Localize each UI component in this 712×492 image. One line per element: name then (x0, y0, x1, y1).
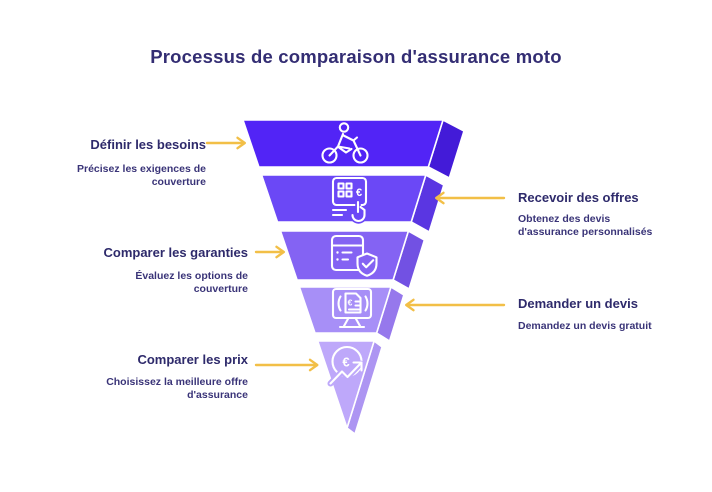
step-2-label: Recevoir des offres (518, 190, 639, 205)
step-4-label-block: Demander un devis Demandez un devis grat… (518, 296, 712, 333)
step-2-description: Obtenez des devis d'assurance personnali… (518, 213, 653, 238)
euro-trend-icon: € (327, 345, 364, 387)
step-1-label-block: Définir les besoins Précisez les exigenc… (36, 137, 206, 189)
step-1-label: Définir les besoins (90, 137, 206, 152)
step-2-arrowhead (435, 191, 445, 205)
shield-badge (356, 252, 378, 277)
funnel-side-faces (346, 119, 465, 435)
euro-glyph: € (348, 298, 353, 308)
step-2-label-block: Recevoir des offres Obtenez des devis d'… (518, 190, 712, 239)
step-3-label-block: Comparer les garanties Évaluez les optio… (78, 245, 248, 296)
step-5-description: Choisissez la meilleure offre d'assuranc… (106, 376, 248, 401)
funnel-step-2-front (260, 174, 427, 223)
step-4-arrowhead (405, 298, 415, 312)
step-1-arrowhead (236, 136, 247, 150)
price-terminal-tap-icon: € (331, 176, 368, 224)
step-5-label: Comparer les prix (137, 352, 248, 367)
step-3-arrowhead (275, 245, 285, 259)
step-3-description: Évaluez les options de couverture (135, 270, 248, 295)
connector-arrows (205, 136, 506, 372)
step-1-description: Précisez les exigences de couverture (77, 163, 206, 188)
funnel-step-3-front (279, 230, 410, 281)
step-5-label-block: Comparer les prix Choisissez la meilleur… (58, 352, 248, 402)
euro-glyph: € (356, 187, 362, 199)
monitor-euro-document-icon: € (331, 287, 373, 329)
step-4-label: Demander un devis (518, 296, 638, 311)
checklist-shield-icon (330, 234, 378, 277)
step-3-label: Comparer les garanties (103, 245, 248, 260)
step-5-arrowhead (308, 358, 319, 372)
step-4-description: Demandez un devis gratuit (518, 320, 652, 332)
funnel-step-1-front (242, 119, 444, 168)
motorcycle-rider-icon (321, 122, 369, 164)
page-title: Processus de comparaison d'assurance mot… (150, 46, 562, 67)
euro-glyph: € (342, 355, 349, 370)
